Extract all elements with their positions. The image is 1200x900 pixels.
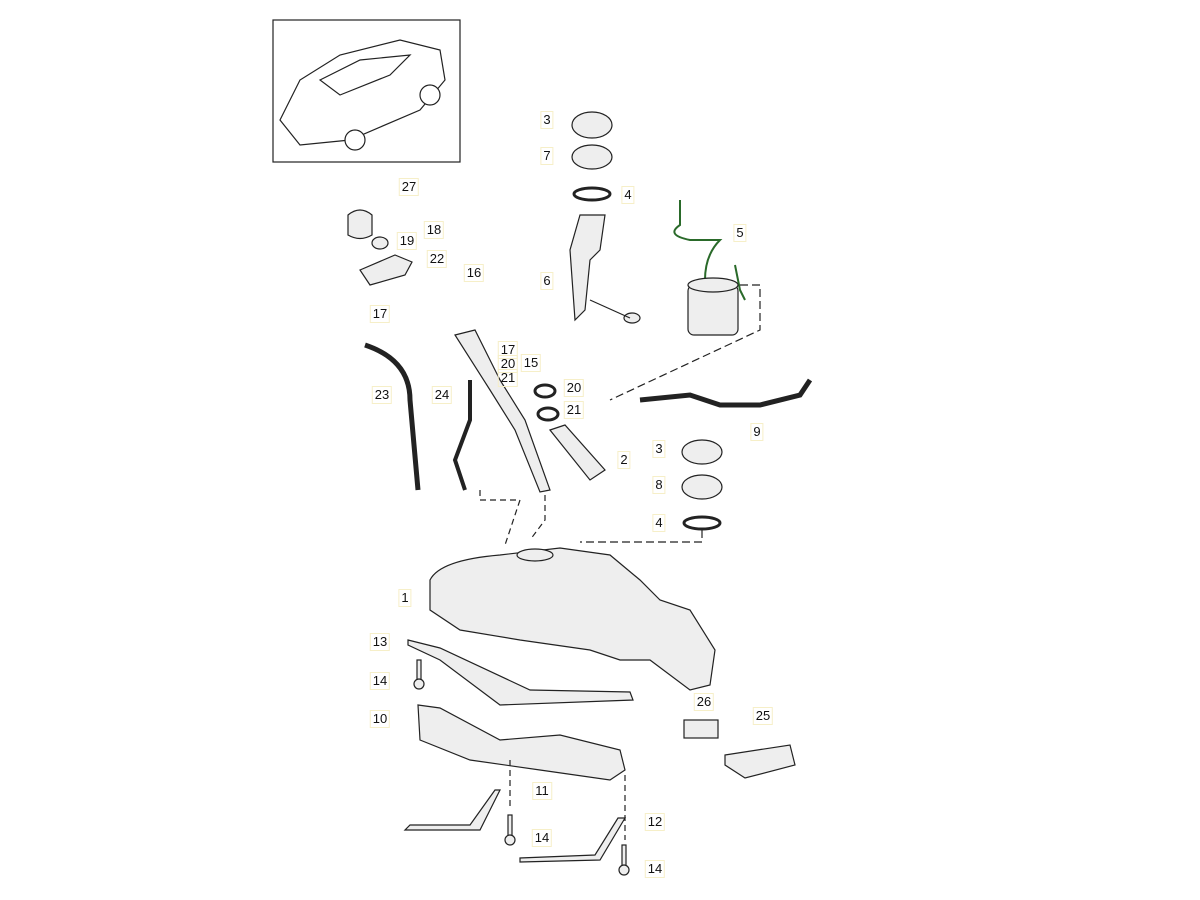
callout-15[interactable]: 15	[520, 354, 542, 372]
part-3-cap	[571, 111, 613, 139]
part-26	[683, 719, 719, 739]
part-24-hose	[452, 380, 472, 491]
callout-16[interactable]: 16	[463, 264, 485, 282]
part-15-neck	[454, 329, 551, 493]
callout-4[interactable]: 4	[621, 186, 635, 204]
callout-17[interactable]: 17	[497, 341, 519, 359]
part-4-seal	[572, 186, 612, 202]
callout-14[interactable]: 14	[369, 672, 391, 690]
callout-12[interactable]: 12	[644, 813, 666, 831]
part-23-hose	[364, 342, 421, 491]
callout-24[interactable]: 24	[431, 386, 453, 404]
part-6-sender	[569, 214, 606, 322]
part-12-strap	[519, 817, 627, 863]
callout-9[interactable]: 9	[750, 423, 764, 441]
callout-3[interactable]: 3	[540, 111, 554, 129]
callout-26[interactable]: 26	[693, 693, 715, 711]
part-5-wiring	[673, 200, 746, 301]
callout-18[interactable]: 18	[423, 221, 445, 239]
callout-20[interactable]: 20	[497, 355, 519, 373]
part-22-housing	[359, 254, 413, 286]
part-9-line	[639, 378, 813, 408]
callout-23[interactable]: 23	[371, 386, 393, 404]
callout-14[interactable]: 14	[644, 860, 666, 878]
callout-7[interactable]: 7	[540, 147, 554, 165]
callout-20[interactable]: 20	[563, 379, 585, 397]
callout-8[interactable]: 8	[652, 476, 666, 494]
callout-2[interactable]: 2	[617, 451, 631, 469]
callout-19[interactable]: 19	[396, 232, 418, 250]
part-25	[724, 744, 796, 779]
callout-13[interactable]: 13	[369, 633, 391, 651]
part-13-strap	[407, 639, 634, 706]
callout-22[interactable]: 22	[426, 250, 448, 268]
callout-4[interactable]: 4	[652, 514, 666, 532]
callout-1[interactable]: 1	[398, 589, 412, 607]
callout-6[interactable]: 6	[540, 272, 554, 290]
vehicle-thumbnail	[272, 19, 461, 163]
callout-27[interactable]: 27	[398, 178, 420, 196]
callout-5[interactable]: 5	[733, 224, 747, 242]
callout-21[interactable]: 21	[497, 369, 519, 387]
part-2-hose	[548, 424, 606, 481]
callout-11[interactable]: 11	[532, 782, 552, 800]
callout-14[interactable]: 14	[531, 829, 553, 847]
callout-21[interactable]: 21	[563, 401, 585, 419]
part-11-strap	[403, 789, 501, 831]
callout-10[interactable]: 10	[369, 710, 391, 728]
part-1-tank	[429, 547, 716, 691]
part-18-cap	[347, 209, 373, 240]
callout-3[interactable]: 3	[652, 440, 666, 458]
part-7-flange	[571, 144, 613, 170]
part-10-shield	[417, 704, 626, 781]
callout-17[interactable]: 17	[369, 305, 391, 323]
callout-25[interactable]: 25	[752, 707, 774, 725]
